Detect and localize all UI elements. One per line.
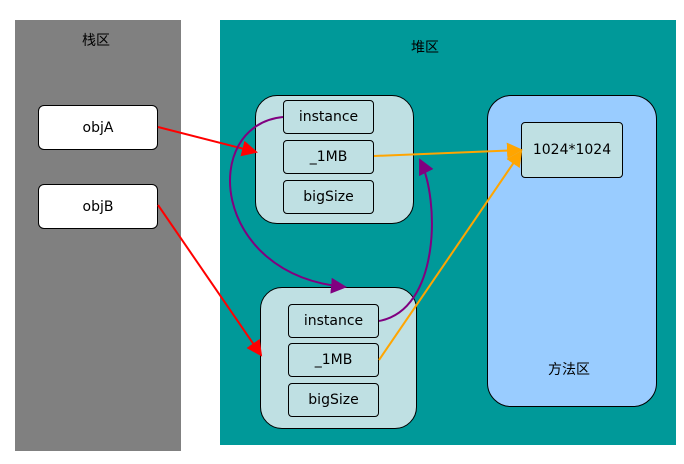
object-b-bigsize-field: bigSize <box>288 383 379 417</box>
object-b-1mb-field: _1MB <box>288 343 379 377</box>
heap-region-title: 堆区 <box>411 40 439 56</box>
object-a-1mb-field: _1MB <box>283 140 374 174</box>
object-a-bigsize-field: bigSize <box>283 180 374 214</box>
object-a-1mb-to-constant-arrow <box>373 142 523 159</box>
method-area-title: 方法区 <box>548 362 590 378</box>
object-a-instance-to-object-b-arrow <box>229 116 347 294</box>
object-b-1mb-to-constant-arrow <box>378 150 523 361</box>
object-b-instance-to-object-a-arrow <box>378 158 434 322</box>
stack-region <box>15 20 181 451</box>
obj-a-reference: objA <box>38 105 158 150</box>
object-b-instance-field: instance <box>288 304 379 338</box>
obj-b-reference: objB <box>38 184 158 229</box>
stack-region-title: 栈区 <box>82 33 110 49</box>
object-a-instance-field: instance <box>283 100 374 134</box>
obja-to-object-a-arrow <box>157 126 258 157</box>
objb-to-object-b-arrow <box>157 204 263 357</box>
